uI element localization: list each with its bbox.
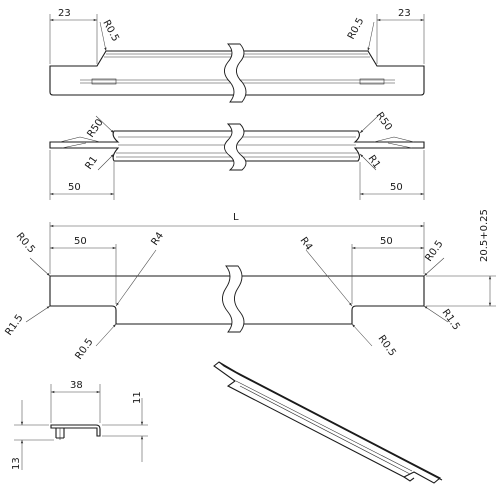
- front-r4-left-label: R4: [149, 231, 166, 248]
- front-dim-length-label: L: [233, 212, 239, 223]
- top-dim-left-label: 23: [58, 8, 71, 19]
- front-r-top-left-label: R0.5: [14, 231, 37, 256]
- iso-outline: [213, 361, 441, 484]
- top-view-left-slot: [91, 78, 117, 85]
- front-r-top-left-leader: [29, 257, 51, 277]
- front-r4-right-label: R4: [298, 235, 315, 252]
- front-r15-right-label: R1.5: [440, 307, 462, 332]
- mid-r50-left-label: R50: [85, 117, 105, 139]
- sec-dim-h11-label: 11: [132, 391, 143, 404]
- mid-dim-left-label: 50: [68, 182, 81, 193]
- top-view-outline: [49, 50, 425, 96]
- sec-dim-width-label: 38: [70, 380, 83, 391]
- top-radius-right-label: R0.5: [346, 16, 366, 41]
- isometric-view: [213, 361, 443, 484]
- top-view: 23 23 R0.5 R0.5: [49, 8, 425, 103]
- front-view-break: [222, 265, 245, 333]
- mid-r50-right-label: R50: [374, 110, 394, 132]
- front-r-top-right-label: R0.5: [423, 239, 445, 264]
- iso-inner-line-1: [235, 380, 413, 472]
- iso-end-step: [403, 476, 415, 482]
- section-view: 38 11 13: [11, 380, 148, 470]
- mid-r1-right-label: R1: [366, 153, 383, 170]
- front-r-inner-right-label: R0.5: [376, 333, 398, 358]
- top-radius-right-leader: [367, 21, 375, 52]
- top-dim-right-label: 23: [398, 8, 411, 19]
- mid-r1-left-leader: [97, 153, 115, 171]
- front-r-top-right-leader: [423, 257, 445, 277]
- iso-inner-line-2: [239, 385, 411, 475]
- front-view: L 50 50 20.5+0.25 R0.5 R0.5 R4 R4 R1.5 R…: [3, 209, 496, 362]
- iso-top-face: [218, 361, 443, 481]
- front-r-inner-left-leader: [95, 323, 117, 347]
- mid-r1-right-leader: [359, 153, 377, 171]
- top-radius-left-leader: [99, 21, 107, 52]
- sec-dim-h13-label: 13: [11, 457, 22, 470]
- front-dim-right-label: 50: [380, 236, 393, 247]
- front-dim-height-label: 20.5+0.25: [479, 209, 490, 262]
- middle-view-break: [224, 123, 247, 171]
- front-r15-right-leader: [423, 305, 449, 323]
- section-profile: [50, 424, 101, 437]
- front-r15-left-leader: [25, 305, 51, 323]
- mid-r50-right-leader: [359, 115, 379, 134]
- mid-dim-right-label: 50: [390, 182, 403, 193]
- front-r4-right-leader: [305, 249, 353, 307]
- middle-view-left-hatch: [59, 136, 101, 149]
- mid-r1-left-label: R1: [83, 155, 100, 172]
- front-r-inner-left-label: R0.5: [73, 337, 95, 362]
- middle-view-right-hatch: [373, 136, 415, 149]
- top-view-right-slot: [359, 78, 385, 85]
- middle-view: R50 R50 R1 R1 50 50: [49, 110, 425, 200]
- front-r-inner-right-leader: [351, 323, 373, 347]
- mid-r50-left-leader: [95, 115, 115, 134]
- front-dim-left-label: 50: [74, 236, 87, 247]
- front-r4-left-leader: [115, 249, 157, 307]
- top-view-break: [224, 43, 247, 103]
- front-r15-left-label: R1.5: [3, 313, 25, 338]
